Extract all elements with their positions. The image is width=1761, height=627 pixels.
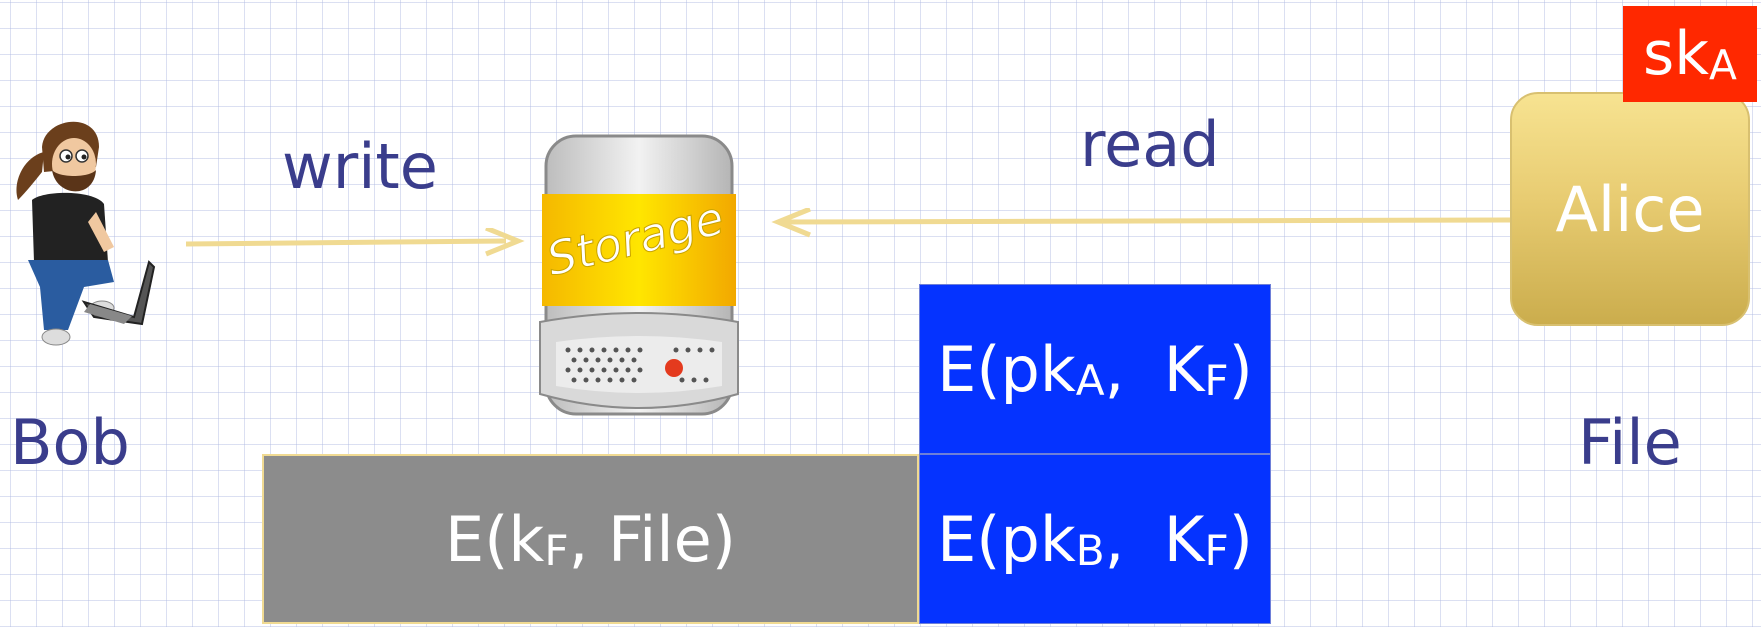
bob-figure-icon <box>16 121 156 346</box>
secret-key-sub: A <box>1709 41 1737 90</box>
alice-box: Alice <box>1510 92 1750 326</box>
ct-sub: F <box>1204 526 1229 576</box>
ct-sub: F <box>544 526 569 576</box>
ct-prefix: E(k <box>445 502 545 576</box>
ct-sub: F <box>1204 356 1229 406</box>
ct-sub: A <box>1075 356 1105 406</box>
storage-drive-icon: Storage <box>539 134 739 416</box>
secret-key-main: sk <box>1643 19 1710 89</box>
ct-prefix: E(pk <box>937 332 1076 406</box>
write-arrow <box>186 228 525 257</box>
read-label: read <box>1080 108 1220 181</box>
read-arrow <box>771 208 1510 238</box>
ct-suffix: ) <box>1228 502 1253 576</box>
ct-mid: , K <box>1104 332 1205 406</box>
ct-suffix: , File) <box>568 502 736 576</box>
file-label: File <box>1578 406 1682 479</box>
write-label: write <box>282 130 438 203</box>
bob-label: Bob <box>10 406 130 479</box>
ct-prefix: E(pk <box>937 502 1076 576</box>
ct-sub: B <box>1075 526 1105 576</box>
ct-mid: , K <box>1104 502 1205 576</box>
alice-label: Alice <box>1555 172 1705 246</box>
ct-suffix: ) <box>1228 332 1253 406</box>
